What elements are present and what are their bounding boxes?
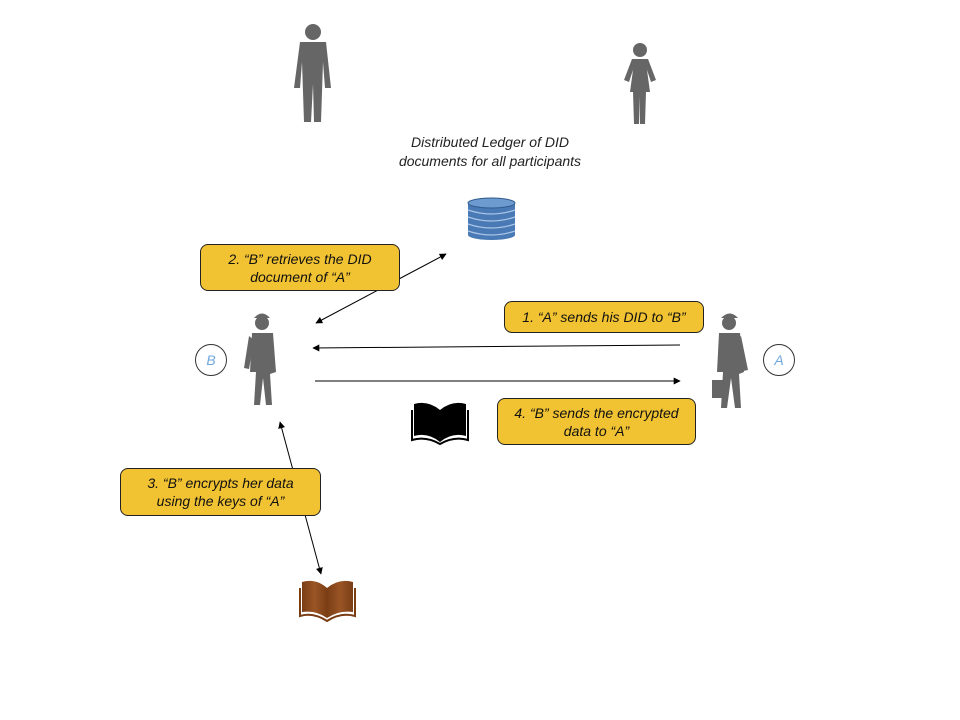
participant-woman-icon [624,43,656,124]
arrow-a-to-b [312,344,681,352]
participant-b-badge: B [195,344,227,376]
database-icon [467,197,516,240]
step-4-callout: 4. “B” sends the encrypted data to “A” [497,398,696,445]
book-icon [411,402,469,446]
step-1-callout: 1. “A” sends his DID to “B” [504,301,704,333]
participant-man-icon [294,24,331,122]
participant-a-icon [712,313,748,408]
ledger-label: Distributed Ledger of DID documents for … [398,134,582,169]
participant-a-badge: A [763,344,795,376]
step-3-callout: 3. “B” encrypts her data using the keys … [120,468,321,516]
encrypted-book-icon [299,580,356,623]
participant-b-icon [244,313,276,405]
step-2-callout: 2. “B” retrieves the DID document of “A” [200,244,400,291]
